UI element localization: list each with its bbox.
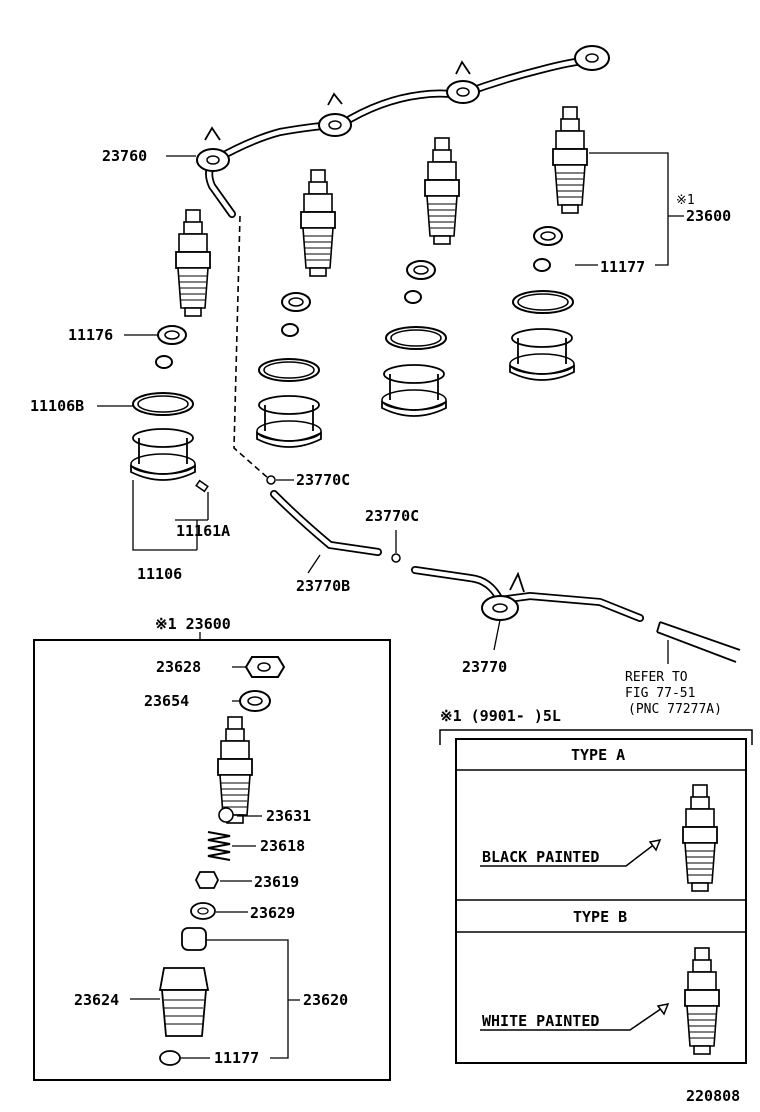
label-23631: 23631: [266, 807, 312, 825]
label-23600-note: ※1: [676, 193, 695, 208]
label-11177-top: 11177: [600, 258, 646, 276]
label-23600: 23600: [686, 207, 732, 225]
holder-4: [509, 328, 575, 381]
type-box-header: ※1 (9901- )5L: [440, 707, 561, 725]
refer-line-3: (PNC 77277A): [628, 702, 722, 717]
figure-number: 220808: [686, 1087, 741, 1105]
label-11106: 11106: [137, 565, 183, 583]
type-a-title: TYPE A: [571, 746, 626, 764]
type-b-note: WHITE PAINTED: [482, 1012, 600, 1030]
label-23654: 23654: [144, 692, 190, 710]
injector-1: [175, 209, 211, 317]
label-23760: 23760: [102, 147, 148, 165]
label-23770: 23770: [462, 658, 508, 676]
label-11161A: 11161A: [176, 522, 231, 540]
holder-1: [130, 428, 196, 481]
label-23618: 23618: [260, 837, 306, 855]
label-23628: 23628: [156, 658, 202, 676]
refer-line-1: REFER TO: [625, 670, 688, 685]
injector-2: [300, 169, 336, 277]
refer-line-2: FIG 77-51: [625, 686, 696, 701]
label-11176: 11176: [68, 326, 114, 344]
type-b-title: TYPE B: [573, 908, 628, 926]
label-11106B: 11106B: [30, 397, 85, 415]
label-23629: 23629: [250, 904, 296, 922]
holder-3: [381, 364, 447, 417]
label-23620: 23620: [303, 991, 349, 1009]
label-23770C-a: 23770C: [296, 471, 351, 489]
type-a-note: BLACK PAINTED: [482, 848, 600, 866]
label-23619: 23619: [254, 873, 300, 891]
label-23624: 23624: [74, 991, 120, 1009]
injector-4: [552, 106, 588, 214]
detail-box-title: ※1 23600: [155, 615, 231, 633]
label-23770C-b: 23770C: [365, 507, 420, 525]
label-23770B: 23770B: [296, 577, 351, 595]
label-11177-detail: 11177: [214, 1049, 260, 1067]
injector-3: [424, 137, 460, 245]
holder-2: [256, 395, 322, 448]
